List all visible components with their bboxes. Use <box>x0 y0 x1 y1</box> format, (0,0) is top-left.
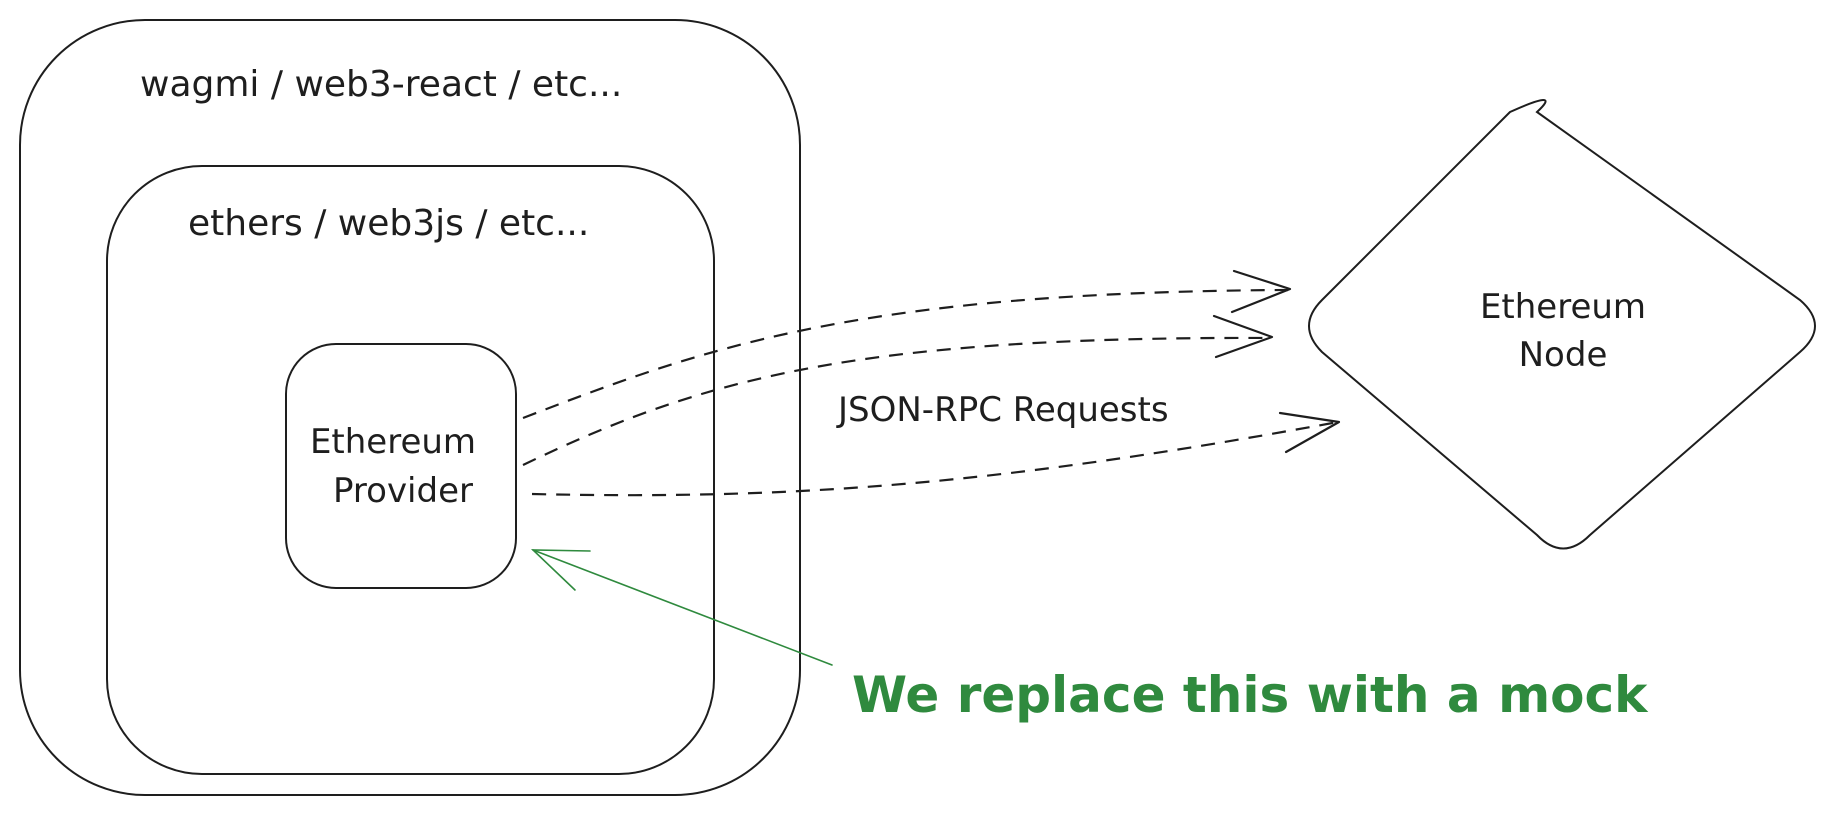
rpc-arrowhead-2 <box>1212 314 1274 359</box>
rpc-arrow-1 <box>522 288 1289 420</box>
ethereum-node-diamond <box>1308 99 1816 550</box>
rpc-arrowhead-3 <box>1278 411 1341 454</box>
ethereum-provider-box <box>285 343 517 589</box>
json-rpc-label: JSON-RPC Requests <box>836 390 1169 430</box>
annotation-text: We replace this with a mock <box>852 666 1649 724</box>
outer-library-box <box>19 19 801 796</box>
ethereum-provider-label-line1: Ethereum <box>310 422 476 462</box>
rpc-arrowhead-1 <box>1230 269 1292 314</box>
ethereum-provider-label-line2: Provider <box>333 471 473 511</box>
rpc-arrow-3 <box>531 420 1339 497</box>
ethereum-provider: Ethereum Provider <box>285 343 517 589</box>
outer-library-label: wagmi / web3-react / etc... <box>140 64 622 105</box>
rpc-arrow-2 <box>522 336 1273 466</box>
annotation-arrowhead <box>530 549 591 591</box>
json-rpc-arrows: JSON-RPC Requests <box>522 269 1341 497</box>
inner-library-box <box>106 165 715 775</box>
inner-library-label: ethers / web3js / etc... <box>188 203 589 244</box>
ethereum-node-label-line1: Ethereum <box>1480 287 1646 327</box>
annotation-pointer-line <box>532 549 833 666</box>
ethereum-node: Ethereum Node <box>1308 99 1816 550</box>
ethereum-node-label-line2: Node <box>1519 335 1608 375</box>
mock-annotation: We replace this with a mock <box>530 549 1649 724</box>
outer-library-container: wagmi / web3-react / etc... <box>19 19 801 796</box>
inner-library-container: ethers / web3js / etc... <box>106 165 715 775</box>
